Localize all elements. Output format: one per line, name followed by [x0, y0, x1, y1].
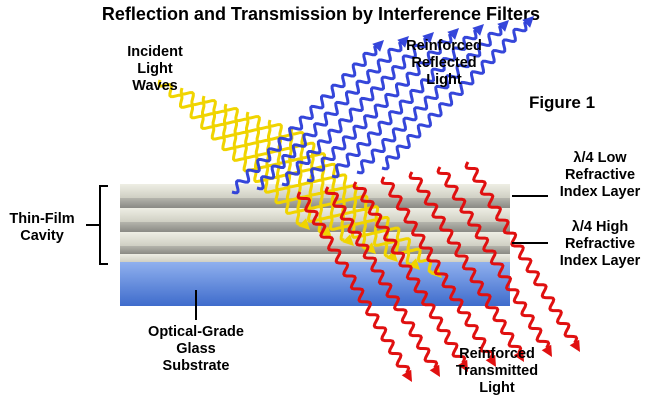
reflected-wave-arrowhead [397, 36, 409, 48]
transmitted-wave [324, 186, 439, 369]
low-index-layer-label: λ/4 Low Refractive Index Layer [512, 150, 641, 200]
transmitted-wave-arrowhead [457, 359, 468, 372]
svg-text:Refractive: Refractive [565, 167, 635, 183]
reflected-wave-arrowhead [422, 32, 434, 44]
svg-text:Glass: Glass [176, 341, 216, 357]
diagram-title: Reflection and Transmission by Interfere… [102, 4, 540, 24]
transmitted-wave [464, 161, 579, 344]
reflected-wave [356, 25, 503, 175]
incident-label: Incident Light Waves [127, 44, 183, 94]
svg-text:Light: Light [426, 72, 462, 88]
reflected-wave-arrowhead [372, 40, 384, 52]
svg-text:Light: Light [479, 380, 515, 396]
reflected-wave-arrowhead [472, 24, 484, 36]
svg-text:Refractive: Refractive [565, 236, 635, 252]
svg-text:Light: Light [137, 61, 173, 77]
incident-wave [157, 79, 301, 226]
reflected-wave [281, 37, 428, 187]
incident-wave [201, 95, 345, 242]
reflected-wave [381, 21, 528, 171]
svg-text:Reflected: Reflected [411, 55, 476, 71]
incident-wave-arrowhead [298, 218, 310, 230]
reflected-wave-arrowhead [497, 20, 509, 32]
transmitted-wave-arrowhead [569, 339, 580, 352]
svg-text:Reinforced: Reinforced [406, 38, 482, 54]
reflected-wave [306, 33, 453, 183]
thin-film-layer [120, 208, 510, 222]
transmitted-wave-arrowhead [401, 369, 412, 382]
svg-text:Substrate: Substrate [163, 358, 230, 374]
reflected-light-waves [231, 16, 534, 195]
svg-text:Index Layer: Index Layer [560, 253, 641, 269]
incident-wave-arrowhead [408, 258, 420, 270]
incident-wave-arrowhead [320, 226, 332, 238]
transmitted-wave-arrowhead [541, 344, 552, 357]
svg-text:Cavity: Cavity [20, 228, 64, 244]
transmitted-wave-arrowhead [513, 349, 524, 362]
transmitted-wave [296, 191, 411, 374]
substrate-label: Optical-Grade Glass Substrate [148, 290, 244, 374]
svg-text:Transmitted: Transmitted [456, 363, 538, 379]
transmitted-wave-arrowhead [429, 364, 440, 377]
reflected-label: Reinforced Reflected Light [406, 38, 482, 88]
transmitted-wave-arrowhead [485, 354, 496, 367]
filter-stack [120, 184, 510, 306]
thin-film-layer [120, 246, 510, 254]
incident-wave [289, 127, 433, 274]
svg-text:Waves: Waves [132, 78, 177, 94]
thin-film-cavity-label: Thin-Film Cavity [9, 185, 108, 265]
svg-text:λ/4 Low: λ/4 Low [573, 150, 627, 166]
reflected-wave [331, 29, 478, 179]
transmitted-wave [408, 171, 523, 354]
incident-wave [245, 111, 389, 258]
thin-film-layer [120, 184, 510, 198]
reflected-wave-arrowhead [447, 28, 459, 40]
thin-film-layer [120, 254, 510, 262]
svg-text:Index Layer: Index Layer [560, 184, 641, 200]
reflected-wave-arrowhead [522, 16, 534, 28]
svg-text:λ/4 High: λ/4 High [572, 219, 628, 235]
transmitted-wave [380, 176, 495, 359]
reflected-wave [231, 45, 378, 195]
glass-substrate [120, 262, 510, 306]
svg-text:Thin-Film: Thin-Film [9, 211, 74, 227]
thin-film-layer [120, 222, 510, 232]
transmitted-label: Reinforced Transmitted Light [456, 346, 538, 396]
transmitted-wave [436, 166, 551, 349]
transmitted-light-waves [296, 161, 580, 382]
svg-text:Incident: Incident [127, 44, 183, 60]
incident-light-waves [157, 79, 442, 278]
svg-text:Optical-Grade: Optical-Grade [148, 324, 244, 340]
cavity-bracket [86, 185, 108, 265]
incident-wave-arrowhead [386, 250, 398, 262]
high-index-layer-label: λ/4 High Refractive Index Layer [512, 219, 641, 269]
reflected-wave [256, 41, 403, 191]
figure-label: Figure 1 [529, 93, 595, 112]
incident-wave-arrowhead [342, 234, 354, 246]
thin-film-layer [120, 198, 510, 208]
svg-text:Reinforced: Reinforced [459, 346, 535, 362]
transmitted-wave [352, 181, 467, 364]
incident-wave [179, 87, 323, 234]
